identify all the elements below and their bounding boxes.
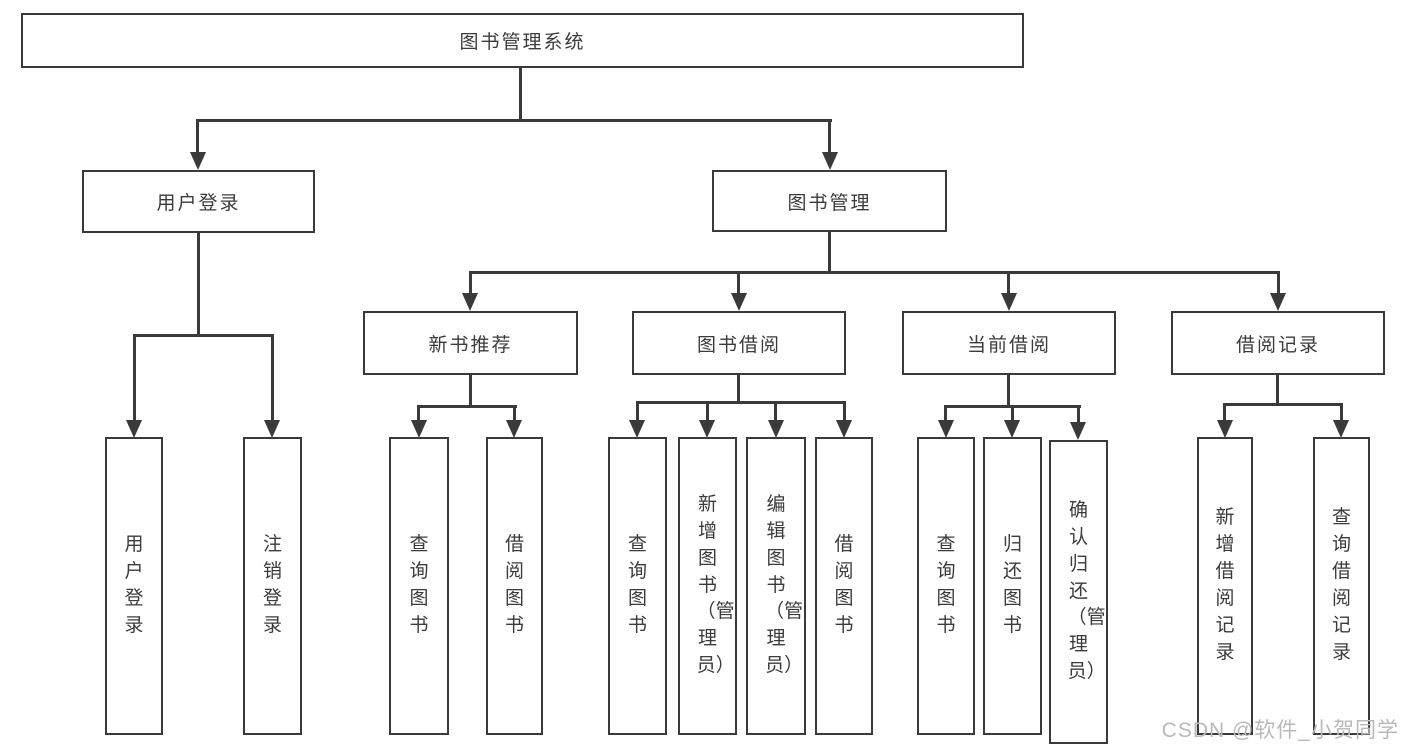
arrow-down-icon <box>190 152 206 170</box>
leaf-borrow-query-books-label: 查询图书 <box>627 534 647 636</box>
arrow-down-icon <box>264 420 280 438</box>
node-borrow-records-label: 借阅记录 <box>1235 334 1320 356</box>
connector-borrow-records-stem <box>1276 373 1279 405</box>
leaf-return-books: 归还图书 <box>983 437 1042 735</box>
connector-drop-leaf <box>1340 403 1343 421</box>
leaf-recommend-query-books-label: 查询图书 <box>409 534 429 636</box>
connector-drop-leaf <box>1077 405 1080 423</box>
connector-user-login-split <box>133 334 274 337</box>
connector-user-login-stem <box>197 231 200 336</box>
arrow-down-icon <box>506 420 522 438</box>
arrow-down-icon <box>126 420 142 438</box>
connector-recommend-split <box>417 405 517 408</box>
leaf-confirm-return-admin: 确认归还（管理员） <box>1049 440 1108 744</box>
leaf-edit-book-admin-label: 编辑图书（管理员） <box>765 493 804 677</box>
node-user-login: 用户登录 <box>82 170 315 233</box>
connector-drop-leaf <box>636 401 639 421</box>
node-user-login-label: 用户登录 <box>156 193 241 214</box>
connector-drop-leaf <box>774 401 777 421</box>
leaf-add-book-admin-label: 新增图书（管理员） <box>696 493 735 677</box>
leaf-add-borrow-record: 新增借阅记录 <box>1197 437 1253 735</box>
connector-root-stem <box>519 66 522 122</box>
arrow-down-icon <box>1333 420 1349 438</box>
watermark: CSDN @软件_小贺同学 <box>1161 719 1399 742</box>
node-current-borrow: 当前借阅 <box>902 311 1116 375</box>
leaf-recommend-borrow-books: 借阅图书 <box>486 437 543 735</box>
connector-level2-branch <box>196 119 832 122</box>
leaf-return-books-label: 归还图书 <box>1002 534 1022 636</box>
arrow-down-icon <box>836 420 852 438</box>
leaf-current-query-books-label: 查询图书 <box>936 534 956 636</box>
connector-drop-leaf <box>133 334 136 420</box>
leaf-user-login: 用户登录 <box>105 437 163 735</box>
arrow-down-icon <box>822 152 838 170</box>
node-library-system-label: 图书管理系统 <box>459 32 586 53</box>
arrow-down-icon <box>1217 420 1233 438</box>
arrow-down-icon <box>1004 420 1020 438</box>
connector-drop-leaf <box>1223 403 1226 421</box>
leaf-add-borrow-record-label: 新增借阅记录 <box>1215 507 1235 663</box>
leaf-add-book-admin: 新增图书（管理员） <box>678 437 737 735</box>
arrow-down-icon <box>731 293 747 311</box>
leaf-borrow-query-books: 查询图书 <box>608 437 667 735</box>
arrow-down-icon <box>699 420 715 438</box>
arrow-down-icon <box>1001 293 1017 311</box>
connector-drop-leaf <box>843 401 846 421</box>
connector-drop-leaf <box>271 334 274 420</box>
connector-drop-leaf <box>706 401 709 421</box>
node-book-borrow-label: 图书借阅 <box>696 334 781 356</box>
leaf-current-query-books: 查询图书 <box>917 437 975 735</box>
connector-borrow-records-split <box>1223 403 1343 406</box>
leaf-edit-book-admin: 编辑图书（管理员） <box>746 437 806 735</box>
connector-drop-leaf <box>513 405 516 421</box>
leaf-query-borrow-record-label: 查询借阅记录 <box>1331 507 1351 663</box>
arrow-down-icon <box>629 420 645 438</box>
node-book-borrow: 图书借阅 <box>632 311 846 375</box>
node-book-management: 图书管理 <box>712 170 947 232</box>
leaf-borrow-borrow-books-label: 借阅图书 <box>834 534 854 636</box>
connector-drop-level3 <box>1007 271 1010 294</box>
connector-book-borrow-stem <box>737 373 740 404</box>
connector-current-borrow-stem <box>1007 373 1010 407</box>
leaf-recommend-query-books: 查询图书 <box>389 437 449 735</box>
leaf-logout-login: 注销登录 <box>243 437 302 735</box>
connector-drop-level3 <box>1277 271 1280 294</box>
arrow-down-icon <box>938 420 954 438</box>
leaf-confirm-return-admin-label: 确认归还（管理员） <box>1067 499 1106 683</box>
connector-drop-book-management <box>828 119 831 153</box>
leaf-query-borrow-record: 查询借阅记录 <box>1313 437 1370 735</box>
connector-drop-level3 <box>469 271 472 294</box>
arrow-down-icon <box>768 420 784 438</box>
connector-recommend-stem <box>469 373 472 407</box>
connector-drop-leaf <box>944 405 947 421</box>
arrow-down-icon <box>462 293 478 311</box>
node-book-management-label: 图书管理 <box>787 192 872 214</box>
connector-book-borrow-split <box>636 401 846 404</box>
connector-drop-leaf <box>417 405 420 421</box>
connector-book-management-stem <box>828 231 831 273</box>
node-new-book-recommend-label: 新书推荐 <box>428 334 513 356</box>
connector-drop-level3 <box>737 271 740 294</box>
leaf-logout-login-label: 注销登录 <box>262 534 282 636</box>
arrow-down-icon <box>411 420 427 438</box>
node-library-system: 图书管理系统 <box>21 13 1024 68</box>
arrow-down-icon <box>1270 293 1286 311</box>
leaf-recommend-borrow-books-label: 借阅图书 <box>504 534 524 636</box>
leaf-borrow-borrow-books: 借阅图书 <box>815 437 873 735</box>
arrow-down-icon <box>1070 422 1086 440</box>
connector-drop-leaf <box>1011 405 1014 421</box>
node-current-borrow-label: 当前借阅 <box>966 334 1051 356</box>
leaf-user-login-label: 用户登录 <box>124 534 144 636</box>
node-new-book-recommend: 新书推荐 <box>363 311 578 375</box>
connector-drop-user-login <box>196 119 199 153</box>
node-borrow-records: 借阅记录 <box>1171 311 1385 375</box>
connector-level3-branch <box>469 271 1280 274</box>
